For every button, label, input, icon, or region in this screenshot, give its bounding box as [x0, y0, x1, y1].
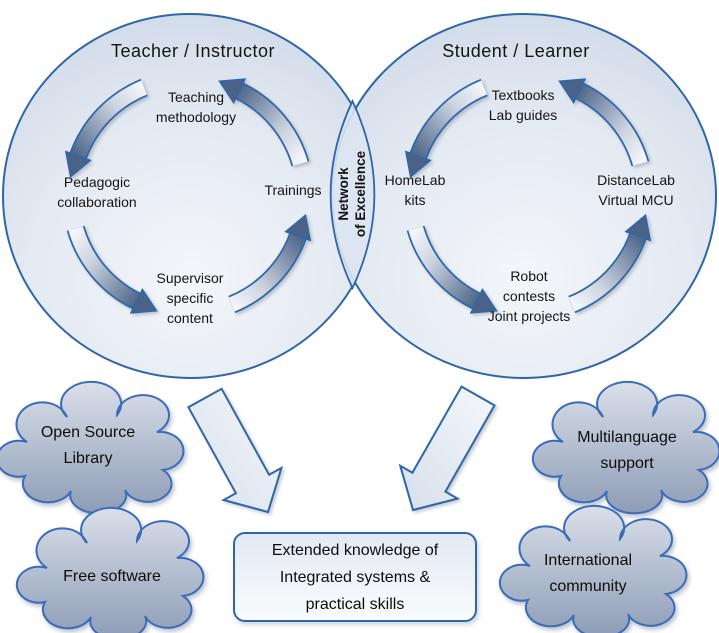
network-of-excellence-label: Network of Excellence	[336, 150, 368, 238]
cloud-label-multilanguage-support: Multilanguage support	[577, 429, 677, 472]
teacher-item-trainings: Trainings	[264, 182, 322, 198]
student-item-distancelab-virtual-mcu: DistanceLab Virtual MCU	[597, 172, 675, 208]
cloud-label-open-source-library: Open Source Library	[40, 424, 136, 467]
student-circle-title: Student / Learner	[442, 41, 590, 61]
intersection-lens	[329, 98, 376, 291]
teacher-item-teaching-methodology: Teaching methodology	[155, 89, 237, 125]
teacher-circle-title: Teacher / Instructor	[110, 41, 276, 61]
cloud-label-free-software: Free software	[63, 568, 161, 585]
student-item-robot-contests-joint-projects: Robot contests Joint projects	[487, 268, 571, 324]
cloud-label-international-community: International community	[543, 552, 633, 595]
down-left-arrow	[398, 385, 496, 512]
teacher-item-pedagogic-collaboration: Pedagogic collaboration	[57, 174, 137, 210]
teacher-item-supervisor-specific-content: Supervisor specific content	[156, 270, 224, 326]
student-item-textbooks-lab-guides: Textbooks Lab guides	[488, 87, 558, 123]
outcome-box: Extended knowledge of Integrated systems…	[233, 532, 477, 622]
outcome-label: Extended knowledge of Integrated systems…	[271, 541, 439, 613]
down-right-arrow	[187, 387, 284, 514]
student-item-homelab-kits: HomeLab kits	[384, 172, 446, 208]
